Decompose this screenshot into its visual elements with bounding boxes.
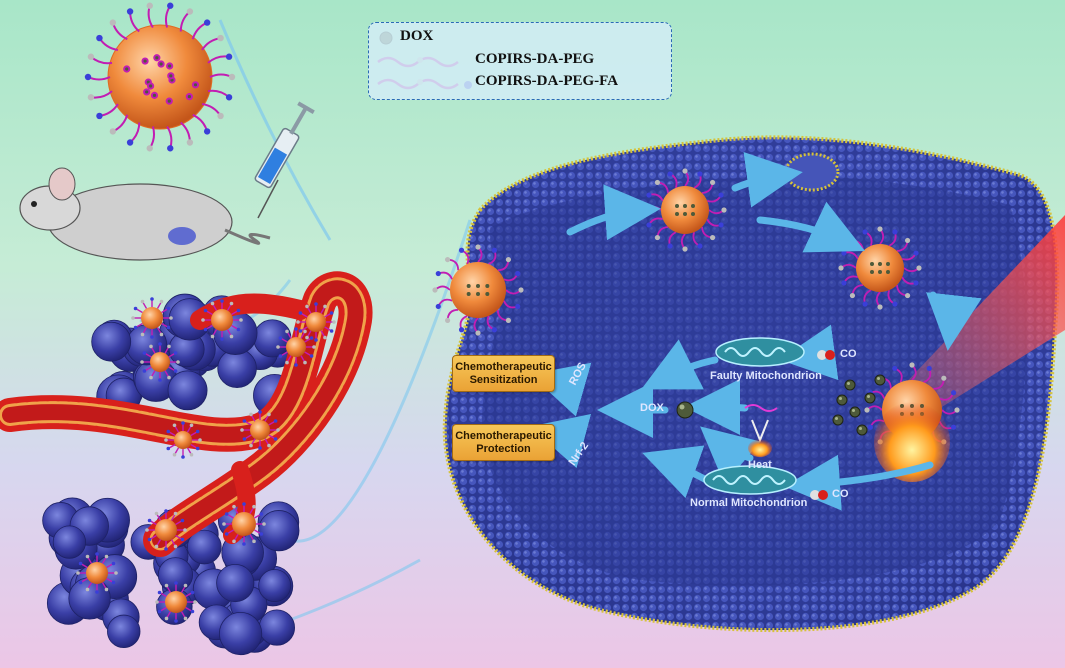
legend-peg-label: COPIRS-DA-PEG [475,51,595,67]
mitochondrion-normal [703,465,797,495]
legend-dox-label: DOX [400,28,434,44]
label-heat: Heat [748,459,772,471]
heat-icon [744,404,778,457]
badge-sensitization-line1: Chemotherapeutic [455,360,552,373]
badge-protection-line1: Chemotherapeutic [455,429,552,442]
co-molecule-icon [817,350,835,360]
badge-protection: Chemotherapeutic Protection [452,424,555,461]
mitochondrion-faulty [715,337,805,367]
dox-scatter [832,374,886,436]
endosome [784,152,840,192]
label-normal-mitochondrion: Normal Mitochondrion [690,497,808,509]
label-co-bottom: CO [832,488,849,500]
badge-protection-line2: Protection [476,442,531,455]
legend-peg-fa-label: COPIRS-DA-PEG-FA [475,73,619,89]
pathway-arrows [529,151,982,511]
nanoparticles-left [76,297,336,623]
mouse-icon [19,167,271,261]
dox-molecule-icon [676,401,694,419]
nanoparticle-large [107,24,213,130]
co-molecule-icon [810,490,828,500]
label-dox: DOX [640,402,664,414]
cancer-cell [442,135,1060,633]
badge-sensitization: Chemotherapeutic Sensitization [452,355,555,392]
badge-sensitization-line2: Sensitization [469,373,538,386]
label-co-top: CO [840,348,857,360]
legend [368,22,672,100]
syringe-icon [254,101,315,219]
label-faulty-mitochondrion: Faulty Mitochondrion [710,370,822,382]
